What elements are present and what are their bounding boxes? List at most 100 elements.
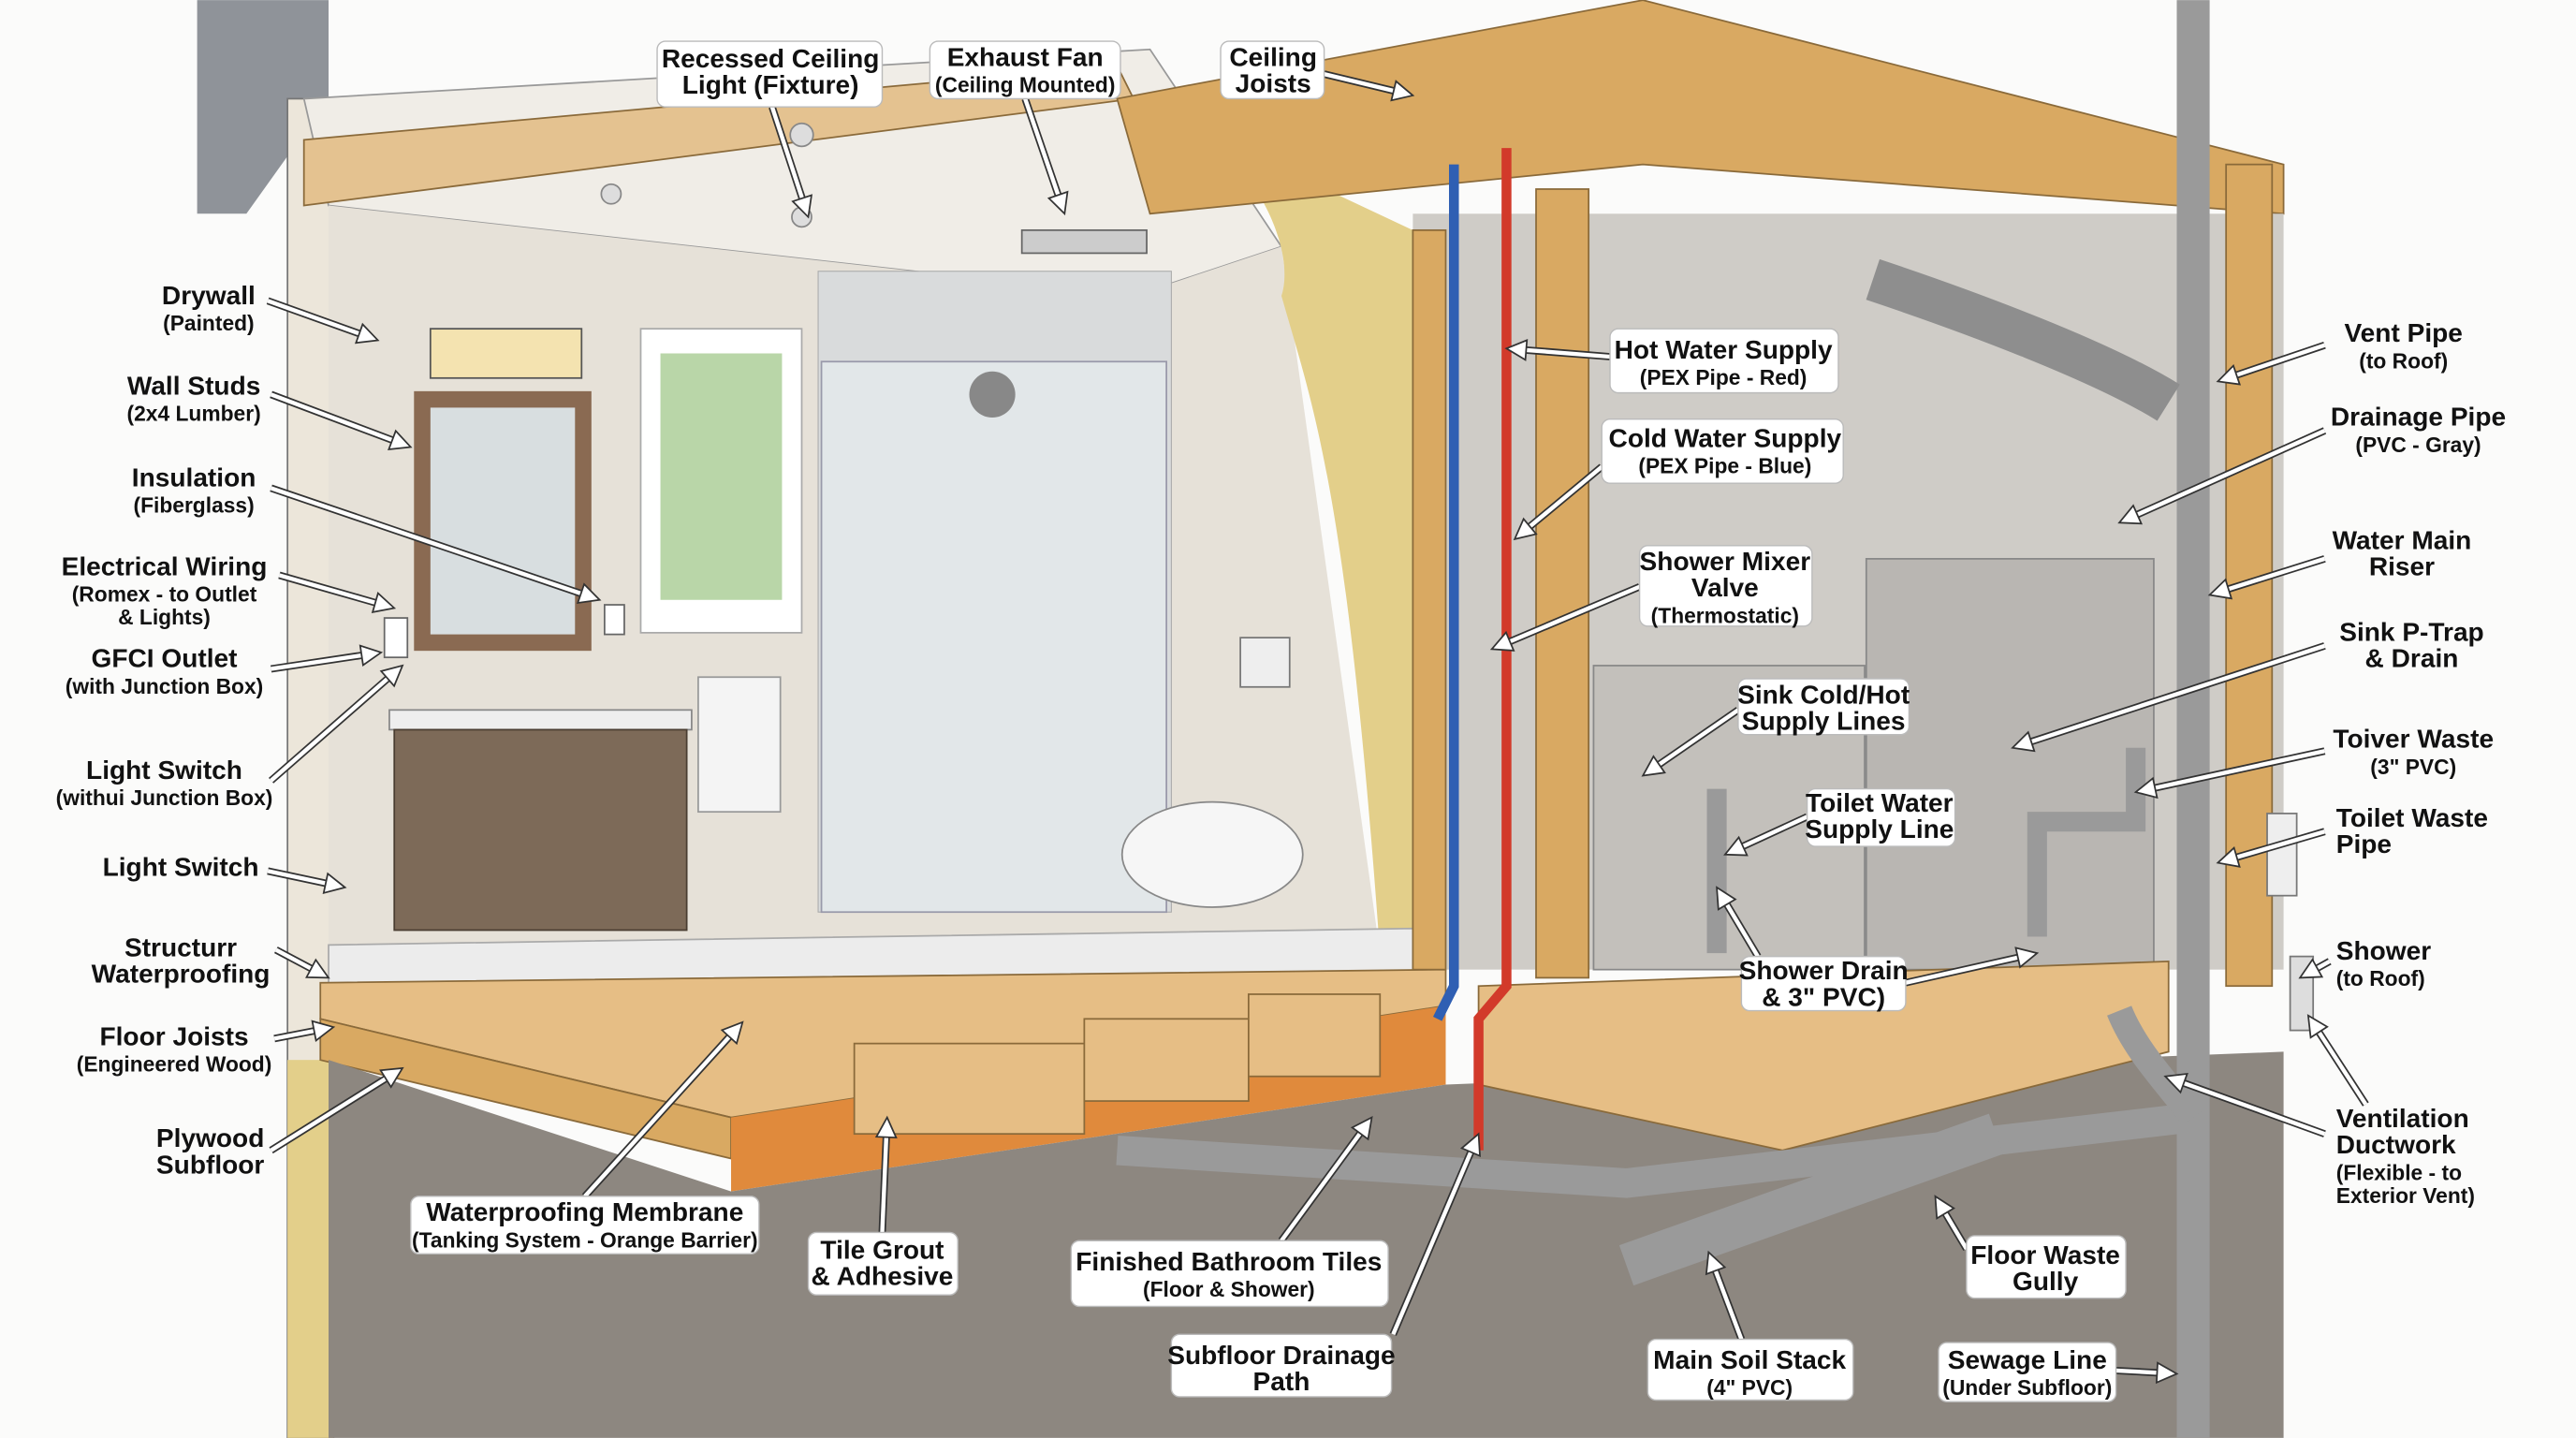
callout-arrow [1723,813,1809,857]
label-text: Light Switch [103,853,259,882]
label-box [1638,545,1813,627]
label-text: (Flexible - to [2336,1160,2462,1184]
callout-arrow [266,297,380,345]
callout-arrow [1905,946,2040,987]
callout-arrow [274,946,330,979]
label-text: Recessed Ceiling [662,44,880,73]
vanity-top [388,709,693,731]
label-text: & 3" PVC) [1762,982,1885,1011]
window-glass [660,353,783,600]
callout-arrow [1021,97,1069,216]
callout-arrow [267,867,347,895]
label-text: (PEX Pipe - Blue) [1638,454,1811,478]
mirror [430,407,576,635]
hot-water-pipe [1473,148,1512,1151]
label-box [1609,328,1839,394]
callout-arrow [2011,642,2326,753]
wall-stud [1535,188,1590,979]
label-text: (Tanking System - Orange Barrier) [412,1227,757,1252]
label-text: Gully [2012,1267,2079,1296]
callout-arrow [2117,427,2327,525]
label-exhaust-fan: Exhaust Fan(Ceiling Mounted) [929,40,1121,100]
label-box [1070,1240,1389,1308]
callout-arrow [2207,555,2326,600]
label-light-switch-junction: Light Switch(withui Junction Box) [56,756,273,810]
callout-arrow [268,664,404,784]
label-text: Main Soil Stack [1653,1345,1846,1374]
label-cold-water: Cold Water Supply(PEX Pipe - Blue) [1601,418,1844,484]
label-text: Hot Water Supply [1615,335,1833,364]
label-text: Sewage Line [1948,1345,2107,1374]
callout-arrow [1641,707,1741,777]
label-text: Electrical Wiring [62,551,268,580]
label-text: Toilet Waste [2336,803,2488,832]
shower-glass [820,360,1167,914]
label-text: Sink P-Trap [2339,618,2483,647]
label-main-soil-stack: Main Soil Stack(4" PVC) [1647,1338,1854,1401]
label-text: (2x4 Lumber) [127,401,261,425]
label-text: Joists [1236,68,1311,97]
label-text: Tile Grout [820,1236,944,1265]
label-text: Ceiling [1229,42,1317,71]
label-text: Light (Fixture) [682,70,859,99]
callout-arrow [1934,1195,1970,1252]
label-text: (PEX Pipe - Red) [1640,365,1808,389]
label-text: Finished Bathroom Tiles [1076,1247,1382,1276]
label-text: GFCI Outlet [92,644,238,673]
label-light-switch: Light Switch [103,853,259,882]
callout-arrow [270,390,413,450]
label-box [1601,418,1844,484]
label-sink-ptrap: Sink P-Trap& Drain [2339,618,2483,673]
toilet-waste-fitting [2266,813,2298,897]
label-text: Plywood [156,1123,264,1152]
cold-water-pipe [1433,164,1459,1021]
label-floor-joists: Floor Joists(Engineered Wood) [77,1021,272,1076]
label-text: Shower [2336,936,2431,965]
joist-block [1248,993,1382,1078]
towel [697,676,782,814]
drain-pipes [1706,747,2146,954]
label-text: Vent Pipe [2345,318,2463,347]
label-text: Drainage Pipe [2331,403,2506,432]
label-box [1170,1333,1393,1398]
callout-arrow [581,1020,744,1199]
label-text: (Fiberglass) [133,493,254,518]
label-text: Water Main [2333,525,2472,554]
label-text: Shower Drain [1739,956,1909,985]
label-box [1806,787,1956,847]
cement-board [1865,558,2155,971]
label-text: (Under Subfloor) [1942,1375,2112,1400]
label-text: (PVC - Gray) [2355,433,2481,457]
label-drainage-pipe: Drainage Pipe(PVC - Gray) [2331,403,2506,457]
wall-stud [1412,228,1447,971]
vanity-cabinet [393,728,688,932]
label-text: Toiver Waste [2333,725,2494,754]
label-text: & Adhesive [812,1262,954,1291]
light-switch [604,604,625,636]
vanity-light [429,328,583,379]
callout-arrow [1716,886,1762,959]
label-text: Insulation [132,463,256,492]
label-text: (4" PVC) [1706,1375,1793,1400]
label-electrical-wiring: Electrical Wiring(Romex - to Outlet& Lig… [62,551,268,629]
label-text: Cold Water Supply [1609,424,1842,453]
label-text: (Painted) [163,311,255,335]
label-tile-grout: Tile Grout& Adhesive [807,1231,959,1296]
exhaust-fan [1020,228,1148,255]
label-text: Exhaust Fan [947,42,1104,71]
recessed-light-fixture [600,183,622,205]
label-text: Sink Cold/Hot [1737,680,1910,709]
label-text: (withui Junction Box) [56,785,273,810]
callout-arrow [273,1020,336,1043]
label-hot-water: Hot Water Supply(PEX Pipe - Red) [1609,328,1839,394]
label-text: Structurr [124,933,237,962]
label-text: Ventilation [2336,1104,2469,1133]
label-text: (Floor & Shower) [1143,1277,1315,1301]
label-text: Waterproofing Membrane [426,1197,743,1226]
callout-arrow [2133,747,2326,800]
